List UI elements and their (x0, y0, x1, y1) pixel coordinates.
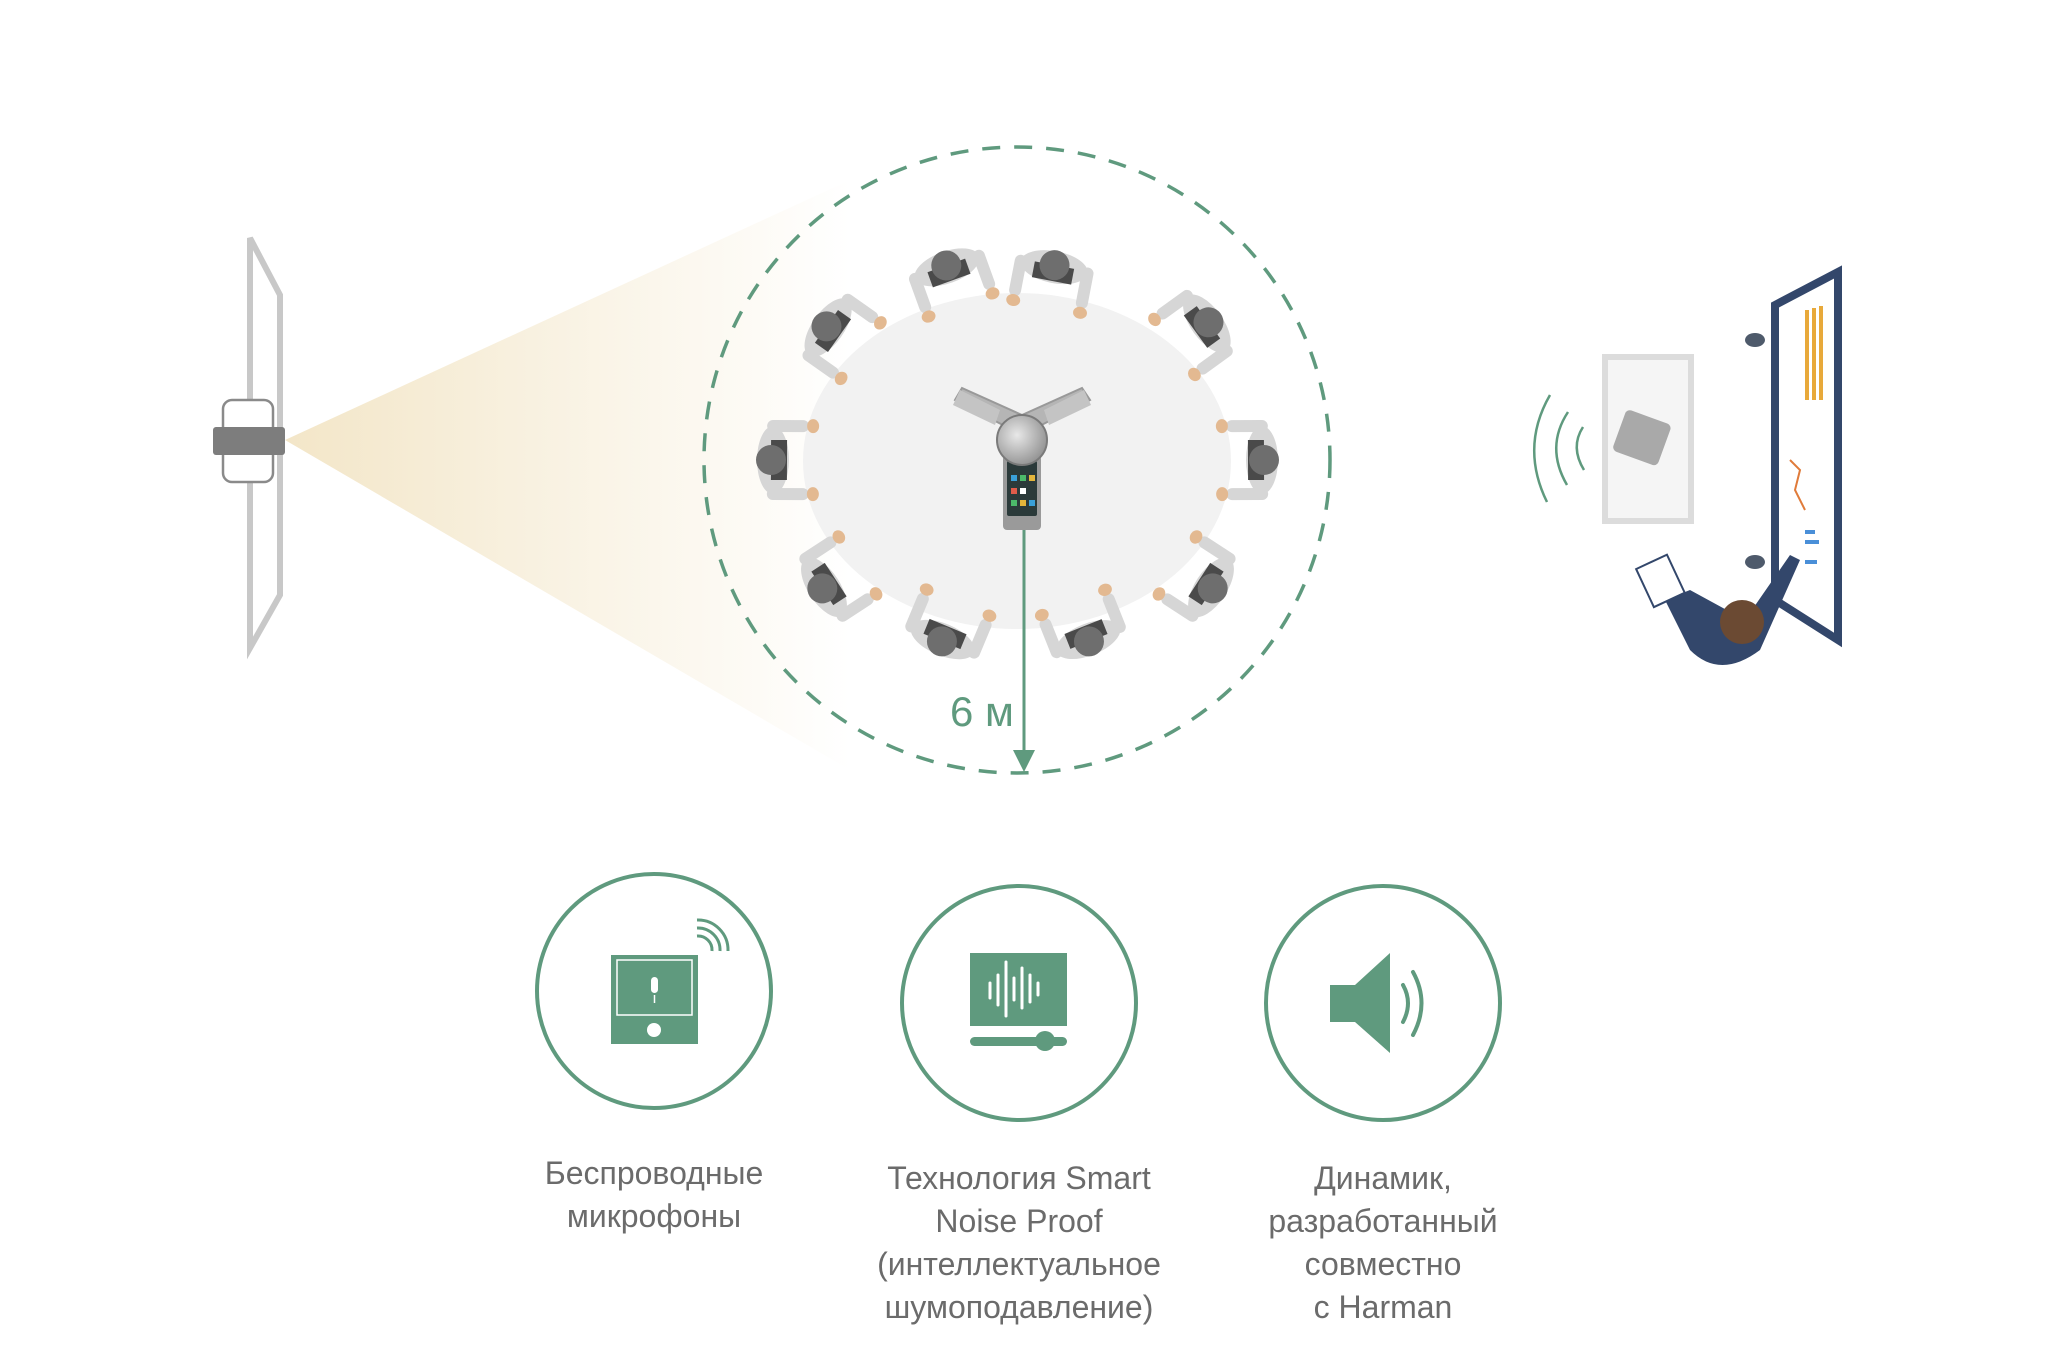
label-line: разработанный (1268, 1203, 1498, 1239)
participant (1215, 419, 1279, 502)
wireless-mic-pod (1602, 354, 1694, 524)
distance-label: 6 м (950, 688, 1014, 735)
range-circle (702, 145, 1332, 775)
presenter (1634, 553, 1800, 665)
distance-arrow (1013, 530, 1035, 772)
feature-icon-noise-proof (900, 884, 1138, 1122)
participant (799, 530, 883, 622)
participants (756, 248, 1279, 660)
label-line: с Harman (1313, 1289, 1453, 1325)
participant (1034, 583, 1126, 660)
label-line: шумоподавление) (884, 1289, 1154, 1325)
feature-label-noise-proof: Технология Smart Noise Proof (интеллекту… (839, 1157, 1199, 1329)
signal-waves-icon (1532, 394, 1586, 503)
participant (802, 293, 887, 386)
participant (908, 248, 1000, 323)
label-line: Беспроводные (544, 1155, 764, 1191)
label-line: совместно (1304, 1246, 1462, 1282)
feature-label-wireless-mic: Беспроводные микрофоны (474, 1152, 834, 1238)
camera-icon (213, 236, 285, 660)
participant (1148, 289, 1233, 382)
conference-phone-icon (953, 386, 1092, 530)
feature-label-speaker: Динамик, разработанный совместно с Harma… (1203, 1157, 1563, 1329)
label-line: Технология Smart (887, 1160, 1151, 1196)
label-line: (интеллектуальное (877, 1246, 1161, 1282)
participant (1152, 530, 1236, 622)
feature-icon-wireless-mic (535, 872, 773, 1110)
participant (1006, 250, 1094, 319)
whiteboard (1745, 265, 1842, 648)
label-line: Динамик, (1314, 1160, 1452, 1196)
participant (756, 419, 820, 502)
feature-icon-speaker (1264, 884, 1502, 1122)
label-line: Noise Proof (935, 1203, 1103, 1239)
label-line: микрофоны (566, 1198, 742, 1234)
camera-view-cone (285, 180, 850, 770)
participant (905, 583, 997, 660)
